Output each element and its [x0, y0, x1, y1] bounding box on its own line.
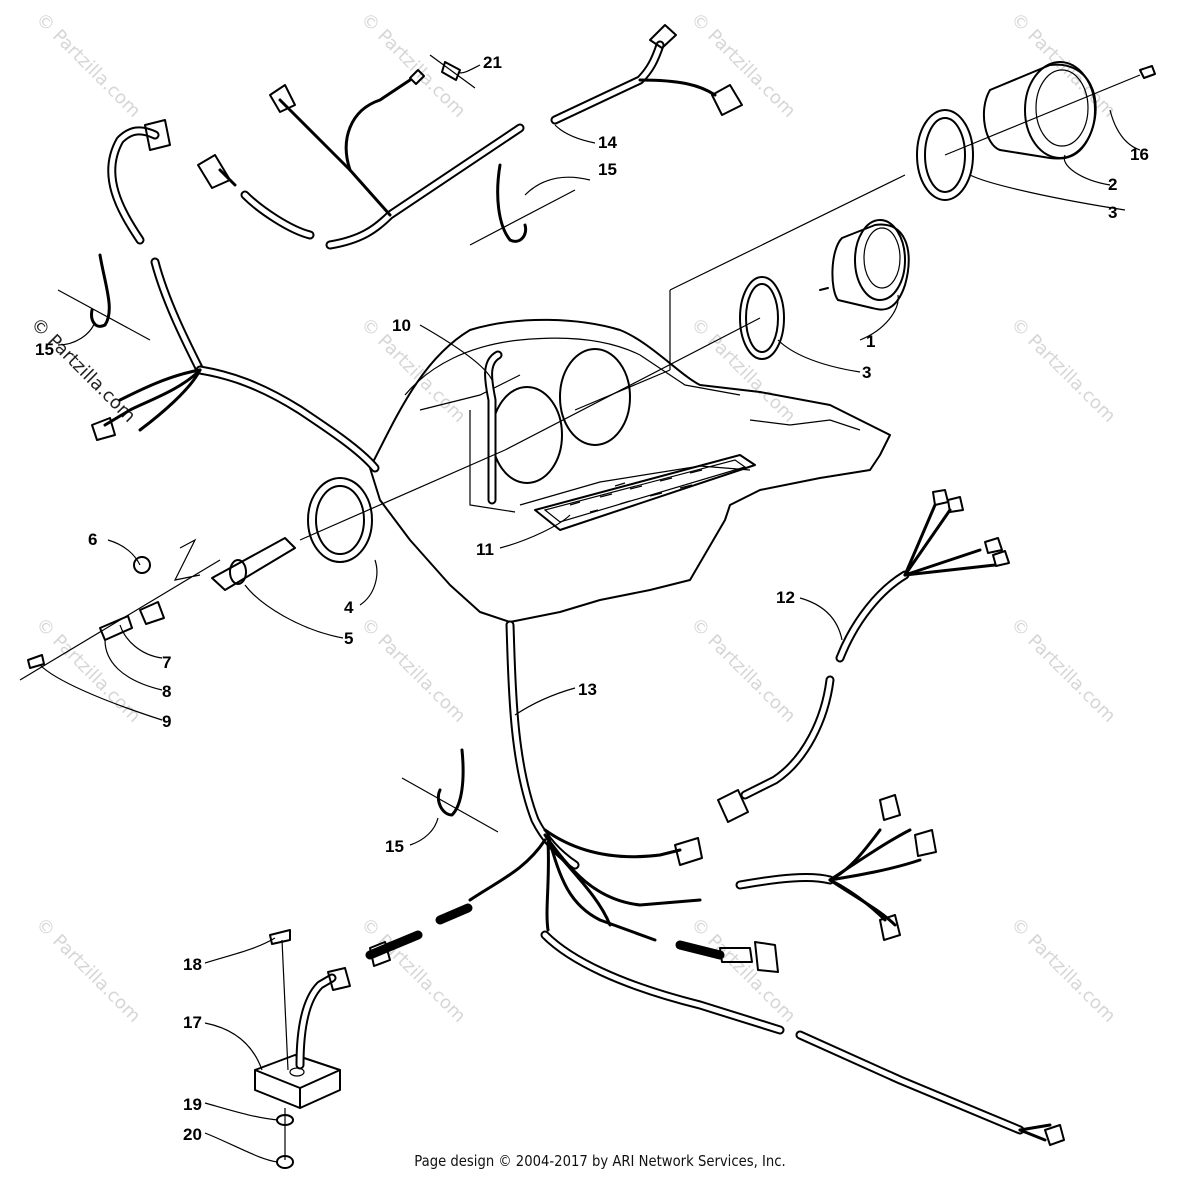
callout-15-top: 15 [598, 160, 617, 179]
watermark: © Partzilla.com [686, 614, 799, 727]
callout-12: 12 [776, 588, 795, 607]
gauge-opening-right [559, 348, 631, 446]
ferrule-8 [99, 615, 133, 641]
callout-20: 20 [183, 1125, 202, 1144]
callout-15-bottom: 15 [385, 837, 404, 856]
voltage-regulator [254, 929, 351, 1169]
leader-lines [39, 64, 1141, 1163]
callout-19: 19 [183, 1095, 202, 1114]
callout-10: 10 [392, 316, 411, 335]
callout-1: 1 [866, 332, 875, 351]
callout-21: 21 [483, 53, 502, 72]
speedometer-gauge [739, 219, 910, 360]
watermark: © Partzilla.com [31, 9, 144, 122]
harness-left [91, 119, 380, 473]
clamp-15-bottom [401, 748, 499, 833]
page-footer: Page design © 2004-2017 by ARI Network S… [414, 1152, 786, 1170]
watermark: © Partzilla.com [31, 914, 144, 1027]
watermark: © Partzilla.com [1006, 914, 1119, 1027]
callout-8: 8 [162, 682, 171, 701]
gauge-bezel [916, 109, 974, 201]
callout-6: 6 [88, 530, 97, 549]
centerlines [299, 74, 1141, 541]
gauge-opening-left [491, 386, 563, 484]
harness-12 [717, 489, 1010, 823]
callout-15-left: 15 [35, 340, 54, 359]
dash-console [369, 318, 891, 623]
gauge-bezel [739, 276, 785, 360]
callout-16: 16 [1130, 145, 1149, 164]
clip-21 [429, 54, 476, 89]
watermark: © Partzilla.com [356, 914, 469, 1027]
callout-18: 18 [183, 955, 202, 974]
callouts: 1 2 3 3 4 5 6 7 8 9 10 11 12 13 14 15 15… [35, 53, 1149, 1144]
callout-2: 2 [1108, 175, 1117, 194]
speedo-cable-parts [19, 477, 373, 681]
watermark: © Partzilla.com [26, 314, 139, 427]
callout-7: 7 [162, 653, 171, 672]
clip-9 [27, 654, 45, 669]
bulb-16 [1139, 65, 1156, 79]
callout-4: 4 [344, 598, 354, 617]
nut-7 [139, 601, 165, 625]
callout-9: 9 [162, 712, 171, 731]
clamp-15-left [57, 253, 151, 341]
watermark: © Partzilla.com [356, 614, 469, 727]
harness-14 [197, 24, 743, 250]
tachometer-gauge [916, 61, 1156, 201]
cable-adapter [211, 537, 296, 591]
watermark: © Partzilla.com [1006, 314, 1119, 427]
nut-6 [133, 556, 151, 574]
callout-13: 13 [578, 680, 597, 699]
callout-5: 5 [344, 629, 353, 648]
indicator-panel [534, 454, 756, 531]
callout-11: 11 [476, 540, 494, 559]
clamp-15-top [469, 163, 576, 246]
callout-3b: 3 [862, 363, 871, 382]
watermark: © Partzilla.com [686, 9, 799, 122]
watermark: © Partzilla.com [1006, 614, 1119, 727]
callout-3: 3 [1108, 203, 1117, 222]
callout-17: 17 [183, 1013, 202, 1032]
callout-14: 14 [598, 133, 617, 152]
harness-13 [365, 620, 1065, 1146]
watermark: © Partzilla.com [356, 314, 469, 427]
gauge-bezel-4 [307, 477, 373, 563]
bolt-18 [269, 929, 291, 945]
